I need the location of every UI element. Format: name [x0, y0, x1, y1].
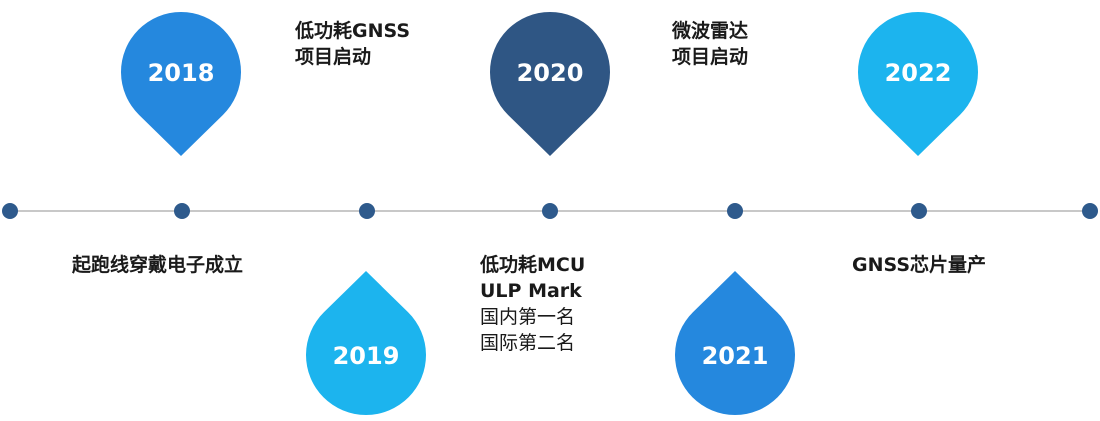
timeline-dot [359, 203, 375, 219]
timeline-dot [1082, 203, 1098, 219]
caption-2020-bottom: 低功耗MCU ULP Mark 国内第一名 国际第二名 [480, 252, 585, 356]
caption-line: 低功耗MCU [480, 254, 586, 276]
year-pin-2022: 2022 [858, 12, 979, 156]
pin-shape [675, 271, 795, 416]
year-pin-2019: 2019 [306, 271, 427, 416]
caption-line: ULP Mark [480, 280, 582, 302]
caption-2020-top: 微波雷达 项目启动 [672, 18, 748, 70]
timeline-dot [911, 203, 927, 219]
caption-2018-top: 低功耗GNSS 项目启动 [295, 18, 410, 70]
caption-line: 国际第二名 [480, 332, 576, 354]
year-label: 2018 [148, 59, 215, 87]
caption-line: 微波雷达 [672, 20, 749, 42]
timeline-dot [727, 203, 743, 219]
year-pin-2018: 2018 [121, 12, 242, 157]
year-pin-2020: 2020 [490, 12, 611, 156]
pin-shape [858, 12, 979, 156]
timeline-dot [2, 203, 18, 219]
caption-line: 项目启动 [295, 46, 372, 68]
year-pin-2021: 2021 [675, 271, 795, 416]
pin-shape [121, 12, 242, 157]
timeline-dot [542, 203, 558, 219]
pin-shape [306, 271, 427, 416]
caption-line: GNSS芯片量产 [852, 254, 987, 276]
timeline-dot [174, 203, 190, 219]
caption-line: 国内第一名 [480, 306, 576, 328]
year-label: 2020 [517, 59, 584, 87]
caption-line: 低功耗GNSS [295, 20, 411, 42]
caption-2018-bottom: 起跑线穿戴电子成立 [72, 252, 243, 278]
year-label: 2021 [702, 342, 769, 370]
caption-2022-bottom: GNSS芯片量产 [852, 252, 986, 278]
caption-line: 项目启动 [672, 46, 749, 68]
pin-shape [490, 12, 611, 156]
year-label: 2019 [333, 342, 400, 370]
year-label: 2022 [885, 59, 952, 87]
caption-line: 起跑线穿戴电子成立 [72, 254, 244, 276]
